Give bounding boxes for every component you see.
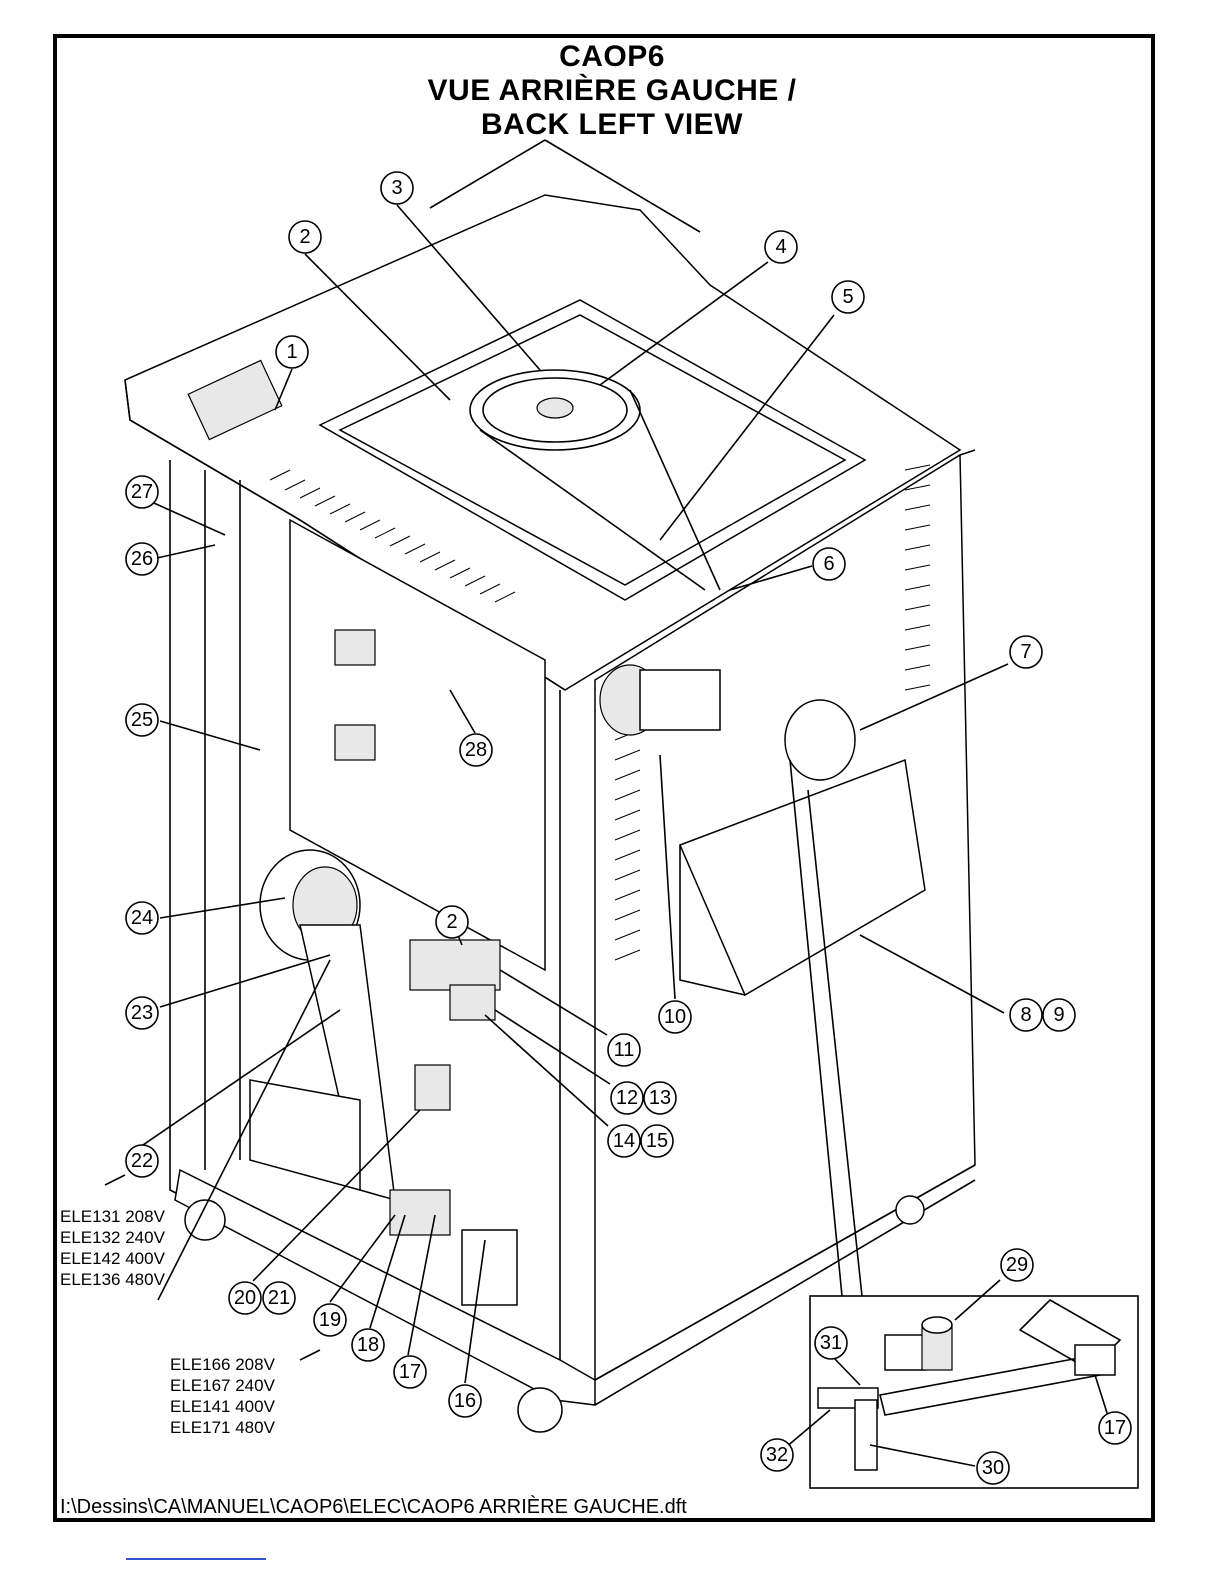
callout-27: 27 bbox=[126, 476, 158, 508]
svg-text:5: 5 bbox=[842, 286, 853, 308]
svg-text:6: 6 bbox=[823, 553, 834, 575]
svg-text:29: 29 bbox=[1006, 1254, 1028, 1276]
svg-text:13: 13 bbox=[649, 1087, 671, 1109]
svg-text:28: 28 bbox=[465, 739, 487, 761]
svg-text:15: 15 bbox=[646, 1130, 668, 1152]
ele-item: ELE131 208V bbox=[60, 1206, 165, 1227]
callout-23: 23 bbox=[126, 997, 158, 1029]
callout-9: 9 bbox=[1043, 999, 1075, 1031]
callout-30: 30 bbox=[977, 1452, 1009, 1484]
svg-text:1: 1 bbox=[286, 341, 297, 363]
svg-text:26: 26 bbox=[131, 548, 153, 570]
callout-28: 28 bbox=[460, 734, 492, 766]
callout-4: 4 bbox=[765, 231, 797, 263]
callout-20: 20 bbox=[229, 1282, 261, 1314]
callout-15: 15 bbox=[641, 1125, 673, 1157]
svg-text:11: 11 bbox=[614, 1039, 635, 1061]
svg-text:7: 7 bbox=[1020, 641, 1031, 663]
callout-31: 31 bbox=[815, 1327, 847, 1359]
svg-text:27: 27 bbox=[131, 481, 153, 503]
svg-text:31: 31 bbox=[820, 1332, 842, 1354]
svg-text:30: 30 bbox=[982, 1457, 1004, 1479]
svg-text:25: 25 bbox=[131, 709, 153, 731]
callout-13: 13 bbox=[644, 1082, 676, 1114]
callout-32: 32 bbox=[761, 1439, 793, 1471]
svg-text:22: 22 bbox=[131, 1150, 153, 1172]
svg-text:8: 8 bbox=[1020, 1004, 1031, 1026]
svg-text:21: 21 bbox=[268, 1287, 290, 1309]
callout-21: 21 bbox=[263, 1282, 295, 1314]
ele-part-list-1: ELE131 208V ELE132 240V ELE142 400V ELE1… bbox=[60, 1206, 165, 1290]
callout-12: 12 bbox=[611, 1082, 643, 1114]
ele-item: ELE141 400V bbox=[170, 1396, 275, 1417]
file-path-caption: I:\Dessins\CA\MANUEL\CAOP6\ELEC\CAOP6 AR… bbox=[60, 1496, 687, 1519]
callout-11: 11 bbox=[608, 1034, 640, 1066]
svg-text:24: 24 bbox=[131, 907, 153, 929]
callout-25: 25 bbox=[126, 704, 158, 736]
svg-text:4: 4 bbox=[775, 236, 786, 258]
callout-1: 1 bbox=[276, 336, 308, 368]
callout-17-inset: 17 bbox=[1099, 1412, 1131, 1444]
callout-7: 7 bbox=[1010, 636, 1042, 668]
callout-19: 19 bbox=[314, 1304, 346, 1336]
machine-body bbox=[125, 195, 975, 1432]
svg-text:32: 32 bbox=[766, 1444, 788, 1466]
callout-10: 10 bbox=[659, 1001, 691, 1033]
callout-8: 8 bbox=[1010, 999, 1042, 1031]
svg-text:14: 14 bbox=[613, 1130, 635, 1152]
ele-item: ELE166 208V bbox=[170, 1354, 275, 1375]
svg-text:19: 19 bbox=[319, 1309, 341, 1331]
svg-text:23: 23 bbox=[131, 1002, 153, 1024]
svg-text:17: 17 bbox=[399, 1361, 421, 1383]
ele-item: ELE142 400V bbox=[60, 1248, 165, 1269]
callout-2: 2 bbox=[289, 221, 321, 253]
svg-text:18: 18 bbox=[357, 1334, 379, 1356]
callout-16: 16 bbox=[449, 1385, 481, 1417]
callout-29: 29 bbox=[1001, 1249, 1033, 1281]
ele-item: ELE171 480V bbox=[170, 1417, 275, 1438]
svg-text:20: 20 bbox=[234, 1287, 256, 1309]
callout-22: 22 bbox=[126, 1145, 158, 1177]
svg-text:12: 12 bbox=[616, 1087, 638, 1109]
svg-text:2: 2 bbox=[299, 226, 310, 248]
link-underline[interactable] bbox=[126, 1558, 266, 1560]
ele-item: ELE132 240V bbox=[60, 1227, 165, 1248]
svg-text:3: 3 bbox=[391, 177, 402, 199]
callout-5: 5 bbox=[832, 281, 864, 313]
svg-text:2: 2 bbox=[446, 911, 457, 933]
callout-14: 14 bbox=[608, 1125, 640, 1157]
svg-text:17: 17 bbox=[1104, 1417, 1126, 1439]
ele-part-list-2: ELE166 208V ELE167 240V ELE141 400V ELE1… bbox=[170, 1354, 275, 1438]
ele-item: ELE136 480V bbox=[60, 1269, 165, 1290]
callout-26: 26 bbox=[126, 543, 158, 575]
svg-text:10: 10 bbox=[664, 1006, 686, 1028]
svg-text:16: 16 bbox=[454, 1390, 476, 1412]
callout-24: 24 bbox=[126, 902, 158, 934]
callout-3: 3 bbox=[381, 172, 413, 204]
callout-6: 6 bbox=[813, 548, 845, 580]
svg-text:9: 9 bbox=[1053, 1004, 1064, 1026]
callout-18: 18 bbox=[352, 1329, 384, 1361]
callout-2-lower: 2 bbox=[436, 906, 468, 938]
ele-item: ELE167 240V bbox=[170, 1375, 275, 1396]
callout-17: 17 bbox=[394, 1356, 426, 1388]
